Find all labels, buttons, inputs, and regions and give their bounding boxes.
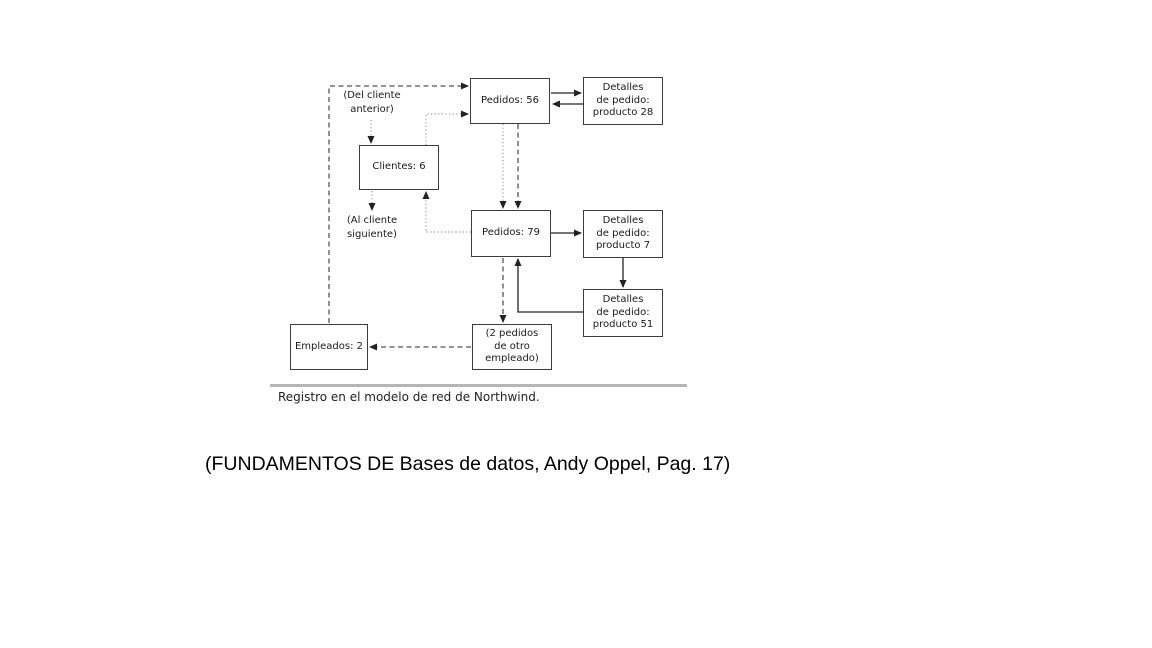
node-pedidos-79: Pedidos: 79 xyxy=(471,210,551,257)
clientes-to-pedidos56-connector xyxy=(425,110,469,145)
node-2-pedidos-otro-empleado-label: (2 pedidos de otro empleado) xyxy=(485,328,539,365)
node-clientes-6: Clientes: 6 xyxy=(359,145,439,190)
annotation-al-cliente-siguiente: (Al cliente siguiente) xyxy=(346,215,398,240)
node-detalles-producto-7: Detalles de pedido: producto 7 xyxy=(583,210,663,258)
figure-caption: Registro en el modelo de red de Northwin… xyxy=(278,390,540,404)
node-detalles-producto-28-label: Detalles de pedido: producto 28 xyxy=(592,82,654,119)
annotation-del-cliente-anterior: (Del cliente anterior) xyxy=(343,90,401,115)
node-clientes-6-label: Clientes: 6 xyxy=(372,161,426,173)
node-pedidos-79-label: Pedidos: 79 xyxy=(482,227,540,239)
node-detalles-producto-51-label: Detalles de pedido: producto 51 xyxy=(592,294,654,331)
employee-chain-connector xyxy=(328,82,469,323)
citation-text: (FUNDAMENTOS DE Bases de datos, Andy Opp… xyxy=(205,453,731,475)
figure-rule xyxy=(270,384,687,387)
node-detalles-producto-51: Detalles de pedido: producto 51 xyxy=(583,289,663,337)
node-pedidos-56: Pedidos: 56 xyxy=(470,78,550,124)
detalles51-to-pedidos79-connector xyxy=(514,258,583,313)
node-empleados-2-label: Empleados: 2 xyxy=(294,340,364,352)
node-empleados-2: Empleados: 2 xyxy=(290,324,368,370)
node-detalles-producto-7-label: Detalles de pedido: producto 7 xyxy=(595,215,651,252)
node-detalles-producto-28: Detalles de pedido: producto 28 xyxy=(583,77,663,125)
node-pedidos-56-label: Pedidos: 56 xyxy=(481,94,539,106)
node-2-pedidos-otro-empleado: (2 pedidos de otro empleado) xyxy=(472,324,552,370)
pedidos79-to-clientes-connector xyxy=(422,191,471,233)
